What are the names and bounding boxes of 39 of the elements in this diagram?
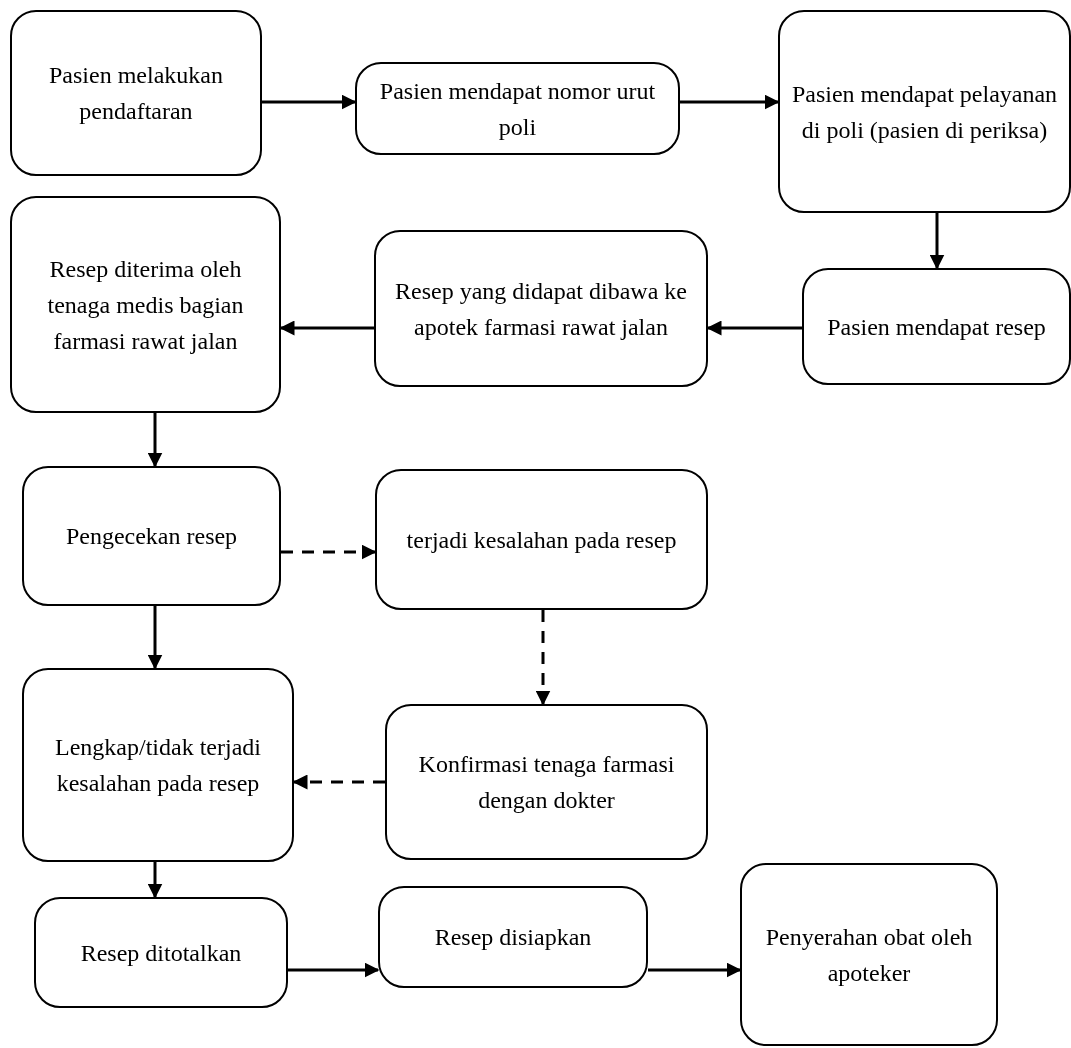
arrow: [279, 320, 374, 336]
box-label: Pasien melakukan pendaftaran: [48, 61, 224, 126]
box-label: Konfirmasi tenaga farmasi dengan dokter: [417, 750, 676, 815]
process-box: [378, 886, 648, 988]
process-box: [374, 230, 708, 387]
process-box: [10, 10, 262, 176]
arrow: [281, 544, 377, 560]
process-box: [10, 196, 281, 413]
box-label: Resep diterima oleh tenaga medis bagian farmasi rawat jalan: [46, 254, 245, 356]
arrow: [292, 774, 385, 790]
arrow: [929, 213, 945, 270]
process-box: [355, 62, 680, 155]
arrow: [147, 413, 163, 468]
box-label: Pasien mendapat resep: [827, 312, 1046, 342]
box-label: Resep ditotalkan: [80, 938, 242, 968]
process-box: [778, 10, 1071, 213]
process-box: [802, 268, 1071, 385]
arrow: [147, 606, 163, 670]
box-label: Pengecekan resep: [65, 522, 238, 551]
arrow: [680, 94, 780, 110]
arrow: [535, 610, 551, 706]
process-box: [22, 466, 281, 606]
arrow: [262, 94, 357, 110]
box-label: Resep disiapkan: [434, 923, 592, 952]
arrow: [288, 962, 380, 978]
arrow: [706, 320, 802, 336]
arrow: [648, 962, 742, 978]
process-box: [385, 704, 708, 860]
box-label: Pasien mendapat pelayanan di poli (pasien di periksa): [790, 79, 1059, 145]
process-box: [34, 897, 288, 1008]
process-box: [375, 469, 708, 610]
arrow: [147, 862, 163, 899]
box-label: Penyerahan obat oleh apoteker: [764, 922, 974, 988]
box-label: Lengkap/tidak terjadi kesalahan pada resep: [54, 733, 262, 798]
process-box: [740, 863, 998, 1046]
box-label: terjadi kesalahan pada resep: [406, 525, 677, 555]
process-box: [22, 668, 294, 862]
box-label: Pasien mendapat nomor urut poli: [378, 76, 657, 142]
box-label: Resep yang didapat dibawa ke apotek farmasi rawat jalan: [394, 276, 688, 342]
